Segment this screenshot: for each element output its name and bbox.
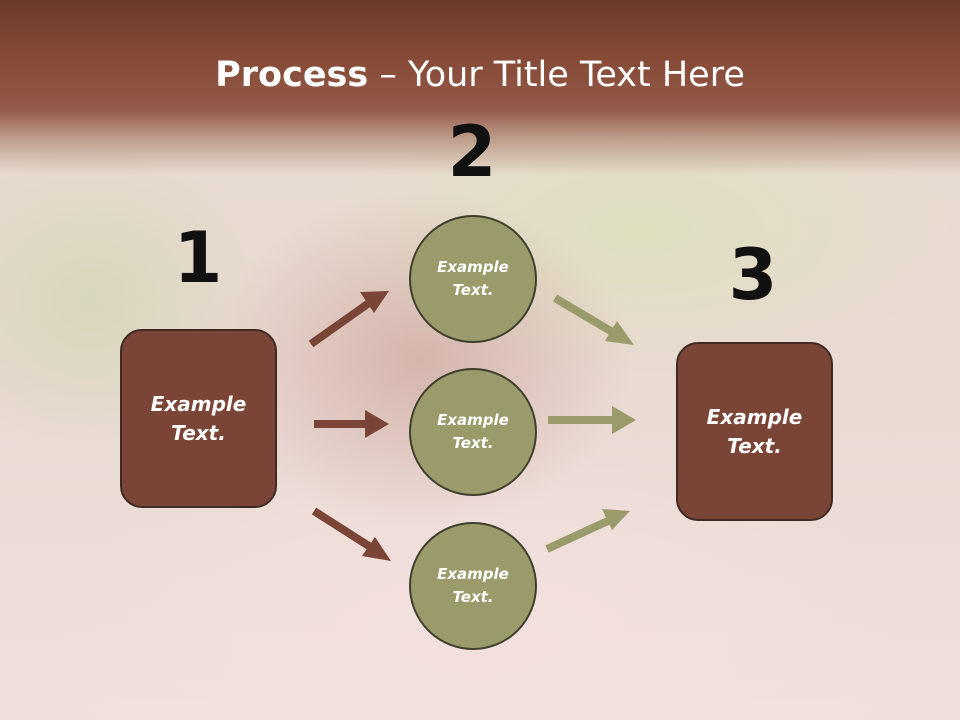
arrow-box1-to-circle-middle xyxy=(314,410,389,438)
circle-middle-label: Example Text. xyxy=(437,411,509,452)
circle-top-label: Example Text. xyxy=(437,258,509,299)
title-band xyxy=(0,0,960,175)
step-2-circle-top[interactable]: Example Text. xyxy=(409,215,537,343)
step-number-2: 2 xyxy=(447,111,497,193)
circle-bottom-label: Example Text. xyxy=(437,565,509,606)
arrow-circle-bottom-to-box3 xyxy=(545,509,630,553)
step-2-circle-middle[interactable]: Example Text. xyxy=(409,368,537,496)
step-3-label: Example Text. xyxy=(706,404,803,458)
arrow-circle-middle-to-box3 xyxy=(548,406,636,434)
step-number-3: 3 xyxy=(728,234,778,316)
title-rest-part: – Your Title Text Here xyxy=(368,55,745,95)
arrow-box1-to-circle-top xyxy=(308,291,389,348)
step-1-box[interactable]: Example Text. xyxy=(120,329,277,508)
arrow-box1-to-circle-bottom xyxy=(311,507,391,561)
arrow-circle-top-to-box3 xyxy=(552,294,634,345)
step-2-circle-bottom[interactable]: Example Text. xyxy=(409,522,537,650)
step-3-box[interactable]: Example Text. xyxy=(676,342,833,521)
step-1-label: Example Text. xyxy=(150,391,247,445)
step-number-1: 1 xyxy=(173,217,223,299)
slide-title: Process – Your Title Text Here xyxy=(0,52,960,98)
title-bold-part: Process xyxy=(215,55,369,95)
